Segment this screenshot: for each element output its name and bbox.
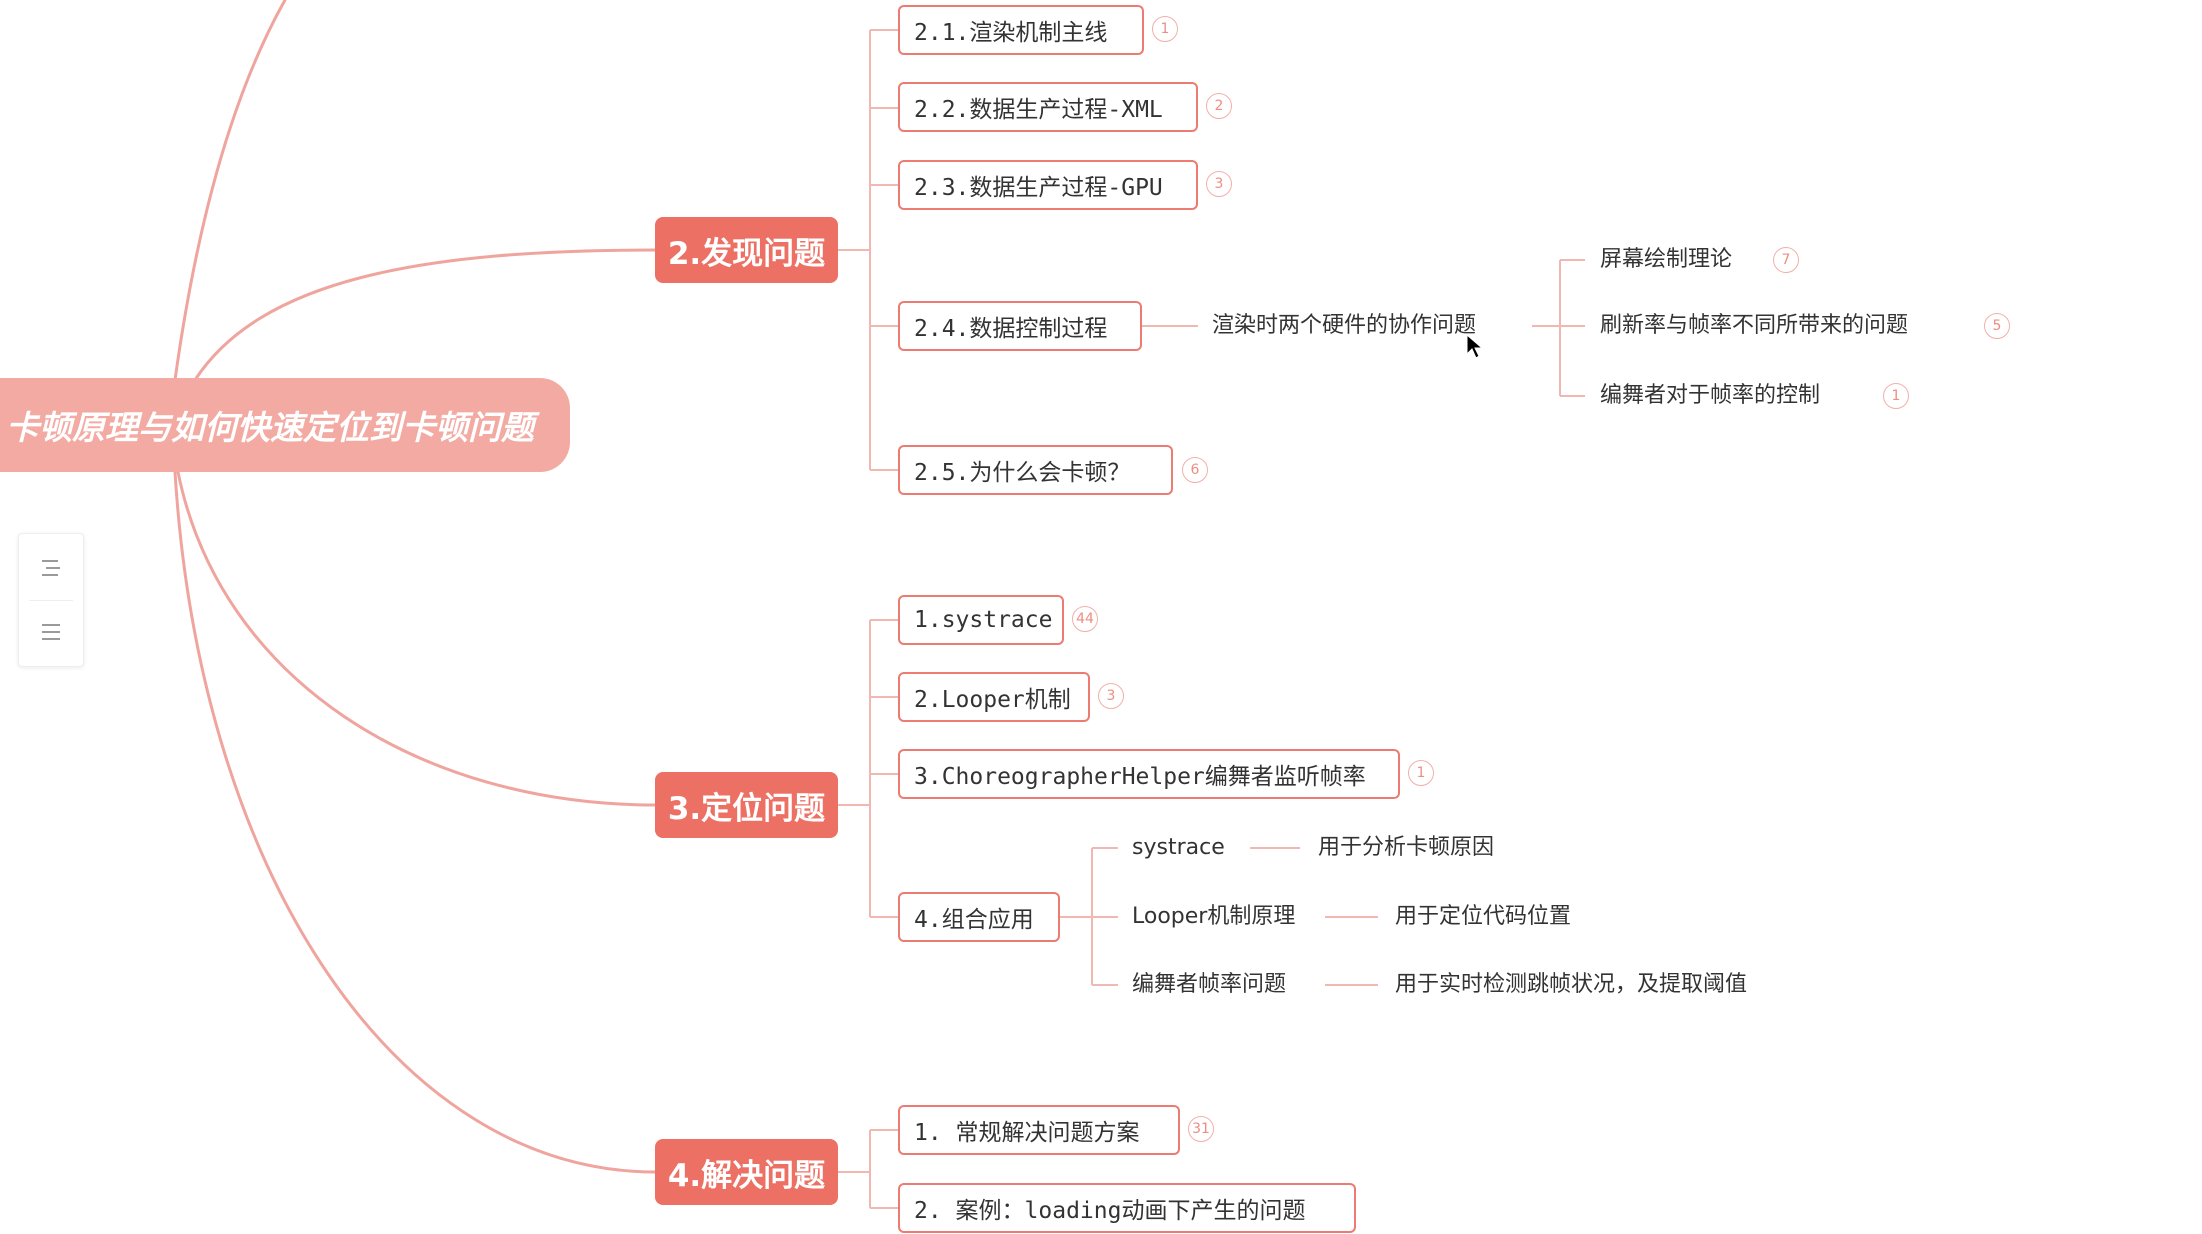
section-4-node[interactable]: 4.解决问题 <box>655 1139 838 1205</box>
node-3-4[interactable]: 4.组合应用 <box>898 892 1060 942</box>
badge-3-3[interactable]: 1 <box>1408 760 1434 786</box>
menu-lines-icon <box>42 624 60 640</box>
node-4-2[interactable]: 2. 案例：loading动画下产生的问题 <box>898 1183 1356 1233</box>
mouse-cursor-icon <box>1466 334 1484 359</box>
node-2-1[interactable]: 2.1.渲染机制主线 <box>898 5 1144 55</box>
node-label: 2.5.为什么会卡顿？ <box>914 460 1131 486</box>
node-2-5[interactable]: 2.5.为什么会卡顿？ <box>898 445 1173 495</box>
pair-3-4-3-label[interactable]: 编舞者帧率问题 <box>1132 972 1287 997</box>
node-3-3[interactable]: 3.ChoreographerHelper编舞者监听帧率 <box>898 749 1400 799</box>
badge-2-4-3[interactable]: 1 <box>1883 383 1909 409</box>
root-to-section-4 <box>173 470 657 1174</box>
node-label: 2.1.渲染机制主线 <box>914 20 1108 46</box>
section-3-node[interactable]: 3.定位问题 <box>655 772 838 838</box>
badge-3-2[interactable]: 3 <box>1098 683 1124 709</box>
pair-3-4-1-label[interactable]: systrace <box>1132 835 1225 860</box>
root-to-section-2 <box>193 248 657 382</box>
node-2-4-branch[interactable]: 渲染时两个硬件的协作问题 <box>1212 313 1477 338</box>
badge-2-2[interactable]: 2 <box>1206 93 1232 119</box>
section-2-node[interactable]: 2.发现问题 <box>655 217 838 283</box>
side-toolbar <box>18 533 84 667</box>
menu-button[interactable] <box>19 602 83 662</box>
leaf-2-4-1[interactable]: 屏幕绘制理论 <box>1600 247 1733 272</box>
node-label: 3.ChoreographerHelper编舞者监听帧率 <box>914 764 1366 790</box>
outline-button[interactable] <box>19 538 83 598</box>
node-label: 2.3.数据生产过程-GPU <box>914 175 1163 201</box>
badge-2-4-1[interactable]: 7 <box>1773 247 1799 273</box>
root-to-section-3 <box>176 470 657 807</box>
outline-list-icon <box>42 560 60 576</box>
node-2-3[interactable]: 2.3.数据生产过程-GPU <box>898 160 1198 210</box>
pair-3-4-1-detail[interactable]: 用于分析卡顿原因 <box>1318 835 1495 860</box>
node-4-1[interactable]: 1. 常规解决问题方案 <box>898 1105 1180 1155</box>
node-2-2[interactable]: 2.2.数据生产过程-XML <box>898 82 1198 132</box>
node-label: 1. 常规解决问题方案 <box>914 1120 1140 1146</box>
pair-3-4-2-label[interactable]: Looper机制原理 <box>1132 904 1296 929</box>
badge-2-4-2[interactable]: 5 <box>1984 313 2010 339</box>
badge-4-1[interactable]: 31 <box>1188 1116 1214 1142</box>
node-2-4[interactable]: 2.4.数据控制过程 <box>898 301 1142 351</box>
root-node[interactable]: 卡顿原理与如何快速定位到卡顿问题 <box>0 378 570 472</box>
bracket-section-4 <box>838 1129 898 1209</box>
pair-3-4-2-detail[interactable]: 用于定位代码位置 <box>1395 904 1572 929</box>
node-label: 2.4.数据控制过程 <box>914 316 1108 342</box>
badge-3-1[interactable]: 44 <box>1072 606 1098 632</box>
bracket-2-4-leaves <box>1532 259 1585 397</box>
pair-3-4-3-detail[interactable]: 用于实时检测跳帧状况，及提取阈值 <box>1395 972 1748 997</box>
badge-2-1[interactable]: 1 <box>1152 16 1178 42</box>
node-label: 2. 案例：loading动画下产生的问题 <box>914 1198 1306 1224</box>
node-3-2[interactable]: 2.Looper机制 <box>898 672 1090 722</box>
node-3-1[interactable]: 1.systrace <box>898 595 1064 645</box>
node-label: 2.2.数据生产过程-XML <box>914 97 1163 123</box>
node-label: 2.Looper机制 <box>914 687 1071 713</box>
bracket-4-pairs <box>1060 847 1118 986</box>
leaf-2-4-3[interactable]: 编舞者对于帧率的控制 <box>1600 383 1821 408</box>
badge-2-3[interactable]: 3 <box>1206 171 1232 197</box>
badge-2-5[interactable]: 6 <box>1182 457 1208 483</box>
bracket-section-2 <box>838 29 898 471</box>
root-to-hidden-branch <box>173 0 287 382</box>
node-label: 4.组合应用 <box>914 907 1034 933</box>
node-label: 1.systrace <box>914 607 1053 633</box>
bracket-section-3 <box>838 619 898 918</box>
leaf-2-4-2[interactable]: 刷新率与帧率不同所带来的问题 <box>1600 313 1909 338</box>
panel-divider <box>29 600 73 601</box>
